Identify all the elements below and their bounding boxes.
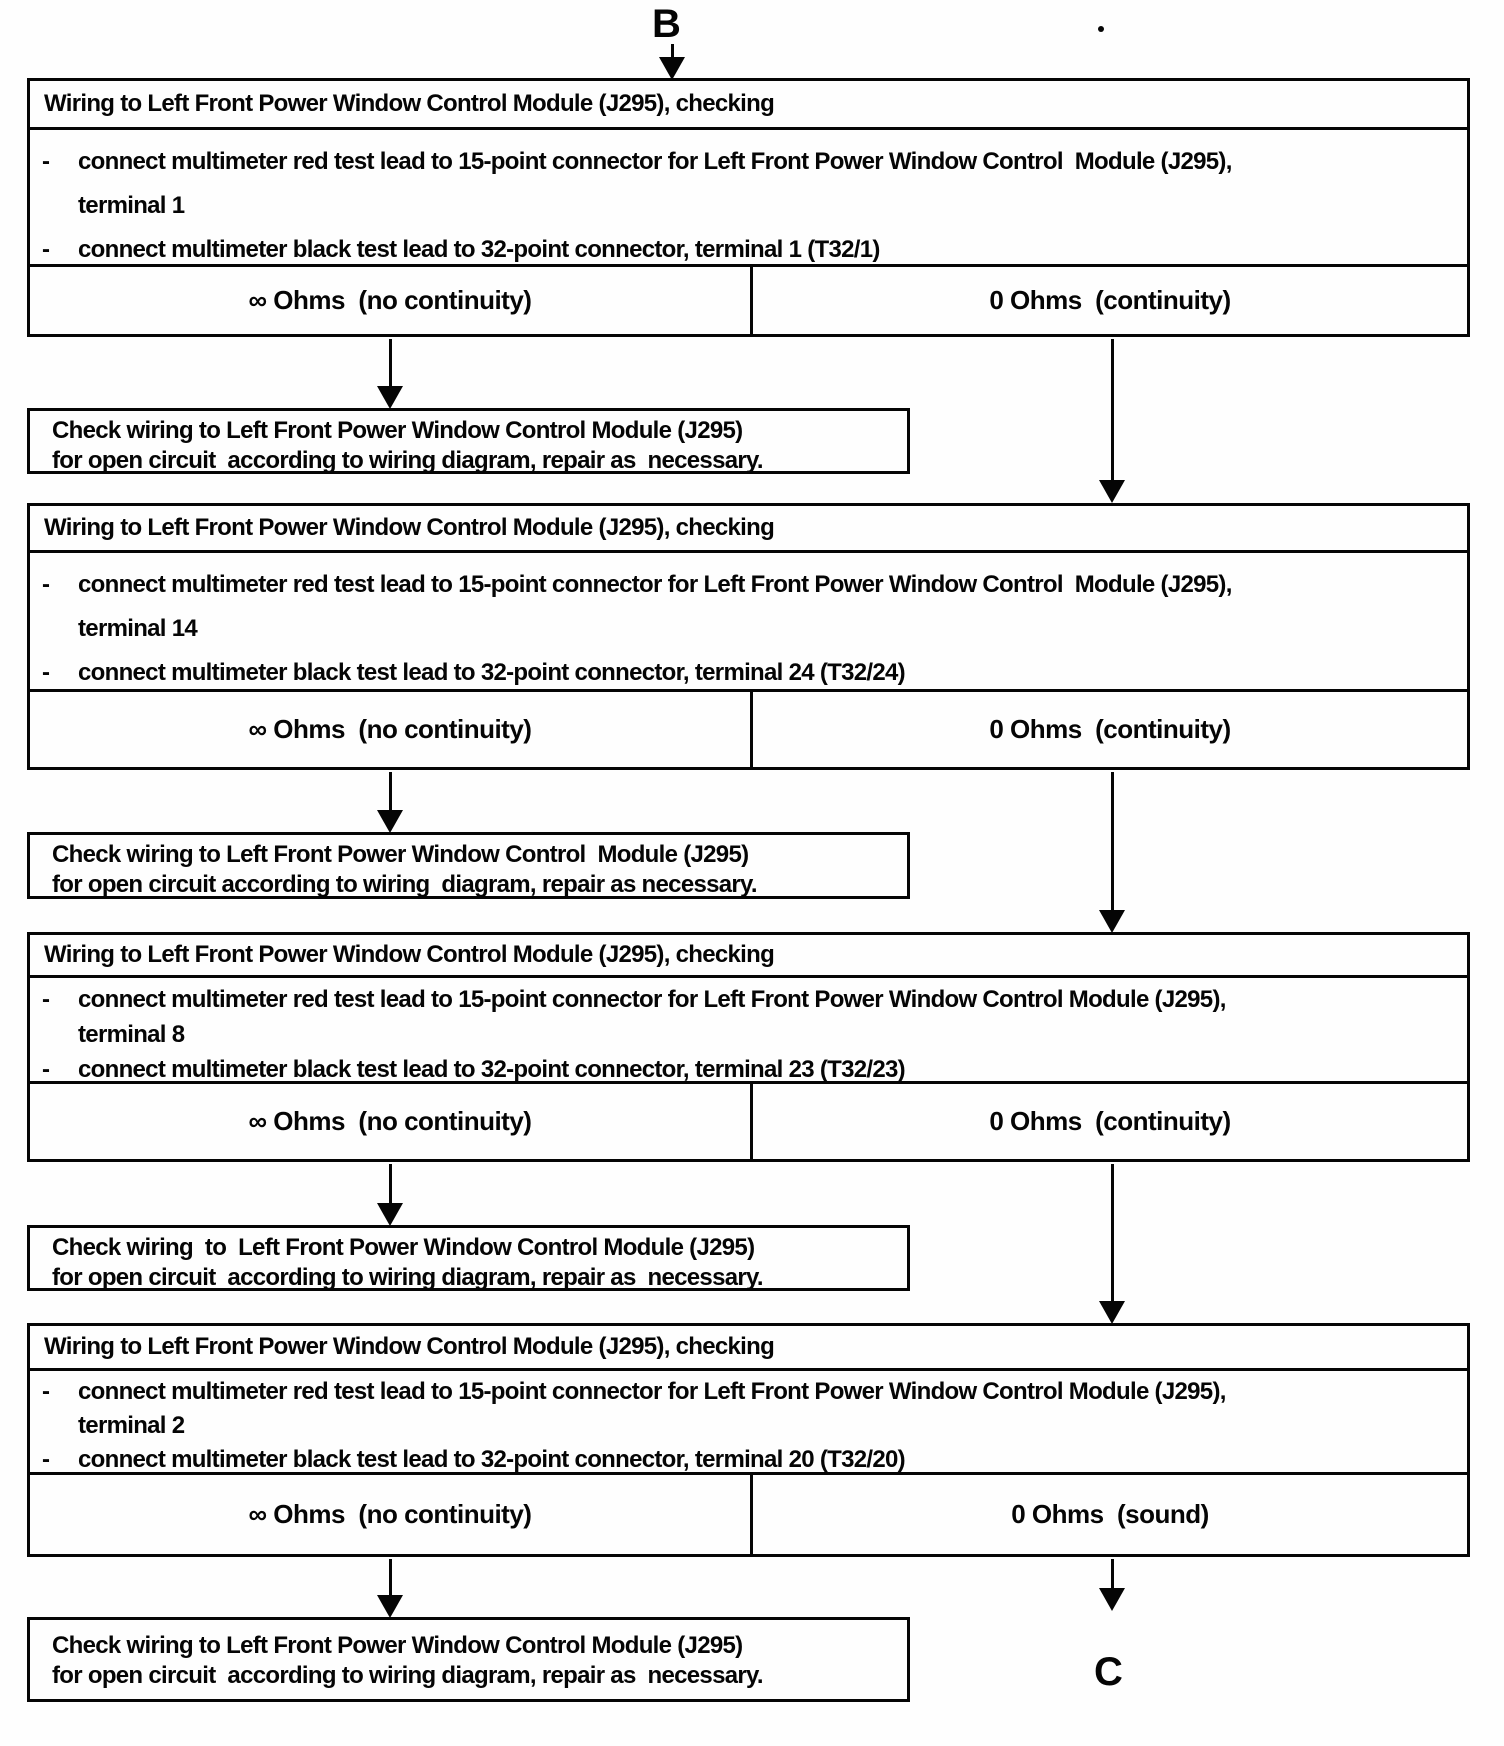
- step-row: - connect multimeter red test lead to 15…: [30, 140, 1467, 228]
- step-text: connect multimeter red test lead to 15-p…: [78, 986, 1226, 1048]
- bullet-dash: -: [42, 986, 50, 1013]
- step-text: connect multimeter black test lead to 32…: [78, 236, 880, 263]
- decision-box-title: Wiring to Left Front Power Window Contro…: [30, 81, 1467, 130]
- outcome-sound: 0 Ohms (sound): [1011, 1499, 1209, 1529]
- decision-box-terminal-1: Wiring to Left Front Power Window Contro…: [27, 78, 1470, 337]
- outcome-continuity: 0 Ohms (continuity): [989, 714, 1231, 744]
- step-text: connect multimeter red test lead to 15-p…: [78, 1378, 1226, 1439]
- bullet-dash: -: [42, 571, 50, 598]
- step-row: - connect multimeter black test lead to …: [30, 228, 1467, 272]
- action-box-check-wiring: Check wiring to Left Front Power Window …: [27, 408, 910, 474]
- connector-label-b: B: [652, 2, 681, 46]
- action-box-check-wiring: Check wiring to Left Front Power Window …: [27, 832, 910, 899]
- step-row: - connect multimeter red test lead to 15…: [30, 982, 1467, 1052]
- step-text: connect multimeter red test lead to 15-p…: [78, 571, 1232, 642]
- outcome-row: ∞ Ohms (no continuity) 0 Ohms (continuit…: [30, 692, 1467, 767]
- step-row: - connect multimeter black test lead to …: [30, 651, 1467, 695]
- scan-artifact-dot: [1098, 26, 1104, 32]
- step-text: connect multimeter red test lead to 15-p…: [78, 148, 1232, 219]
- step-row: - connect multimeter red test lead to 15…: [30, 563, 1467, 651]
- action-box-check-wiring: Check wiring to Left Front Power Window …: [27, 1617, 910, 1702]
- decision-box-steps: - connect multimeter red test lead to 15…: [30, 978, 1467, 1084]
- decision-box-steps: - connect multimeter red test lead to 15…: [30, 130, 1467, 267]
- outcome-no-continuity: ∞ Ohms (no continuity): [30, 1084, 753, 1159]
- outcome-row: ∞ Ohms (no continuity) 0 Ohms (sound): [30, 1475, 1467, 1554]
- decision-box-title: Wiring to Left Front Power Window Contro…: [30, 935, 1467, 978]
- step-row: - connect multimeter black test lead to …: [30, 1052, 1467, 1087]
- step-text: connect multimeter black test lead to 32…: [78, 659, 906, 686]
- outcome-no-continuity: ∞ Ohms (no continuity): [30, 692, 753, 767]
- action-box-check-wiring: Check wiring to Left Front Power Window …: [27, 1225, 910, 1291]
- bullet-dash: -: [42, 1446, 50, 1473]
- decision-box-terminal-14: Wiring to Left Front Power Window Contro…: [27, 503, 1470, 770]
- outcome-no-continuity: ∞ Ohms (no continuity): [30, 1475, 753, 1554]
- step-text: connect multimeter black test lead to 32…: [78, 1056, 906, 1083]
- step-text: connect multimeter black test lead to 32…: [78, 1446, 906, 1473]
- outcome-continuity: 0 Ohms (continuity): [989, 1106, 1231, 1136]
- bullet-dash: -: [42, 1378, 50, 1405]
- decision-box-steps: - connect multimeter red test lead to 15…: [30, 1371, 1467, 1475]
- outcome-row: ∞ Ohms (no continuity) 0 Ohms (continuit…: [30, 267, 1467, 334]
- decision-box-title: Wiring to Left Front Power Window Contro…: [30, 506, 1467, 553]
- outcome-continuity: 0 Ohms (continuity): [989, 285, 1231, 315]
- decision-box-terminal-2: Wiring to Left Front Power Window Contro…: [27, 1323, 1470, 1557]
- step-row: - connect multimeter black test lead to …: [30, 1443, 1467, 1477]
- decision-box-title: Wiring to Left Front Power Window Contro…: [30, 1326, 1467, 1371]
- bullet-dash: -: [42, 659, 50, 686]
- outcome-no-continuity: ∞ Ohms (no continuity): [30, 267, 753, 334]
- bullet-dash: -: [42, 236, 50, 263]
- bullet-dash: -: [42, 1056, 50, 1083]
- outcome-row: ∞ Ohms (no continuity) 0 Ohms (continuit…: [30, 1084, 1467, 1159]
- step-row: - connect multimeter red test lead to 15…: [30, 1375, 1467, 1443]
- decision-box-steps: - connect multimeter red test lead to 15…: [30, 553, 1467, 692]
- connector-label-c: C: [1094, 1650, 1123, 1694]
- decision-box-terminal-8: Wiring to Left Front Power Window Contro…: [27, 932, 1470, 1162]
- bullet-dash: -: [42, 148, 50, 175]
